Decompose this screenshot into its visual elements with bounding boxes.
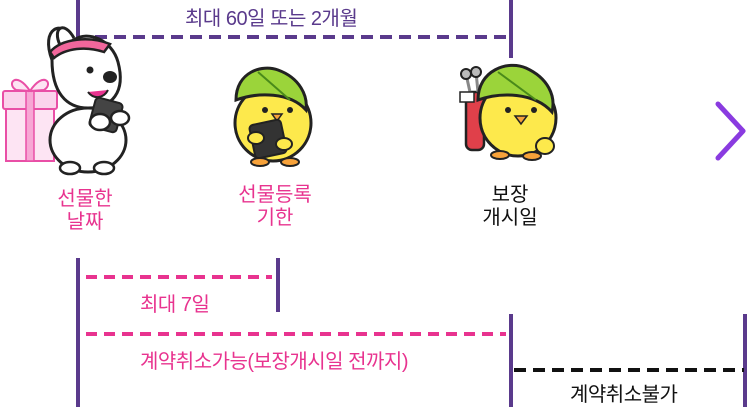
milestone-register-deadline: 선물등록 기한 (225, 184, 325, 230)
cancel-possible-label: 계약취소가능(보장개시일 전까지) (140, 351, 408, 373)
milestone-gift-date-line1: 선물한 (57, 188, 113, 210)
top-range-label: 최대 60일 또는 2개월 (185, 8, 358, 30)
chick-with-golf-bag-icon (459, 63, 558, 161)
milestone-gift-date-line2: 날짜 (66, 211, 104, 233)
chick-with-phone-icon (233, 66, 313, 167)
milestone-register-deadline-line2: 기한 (256, 207, 294, 229)
milestone-register-deadline-line1: 선물등록 (238, 184, 312, 206)
milestone-coverage-start-line2: 개시일 (482, 207, 538, 229)
milestone-coverage-start-line1: 보장 (491, 184, 529, 206)
dog-mascot-icon (47, 26, 131, 176)
milestone-coverage-start: 보장 개시일 (465, 184, 555, 230)
cancel-impossible-label: 계약취소불가 (570, 384, 678, 406)
max7-label: 최대 7일 (140, 294, 210, 316)
milestone-gift-date: 선물한 날짜 (40, 188, 130, 234)
gift-box-icon (2, 78, 58, 162)
timeline-arrow-head (715, 101, 746, 161)
